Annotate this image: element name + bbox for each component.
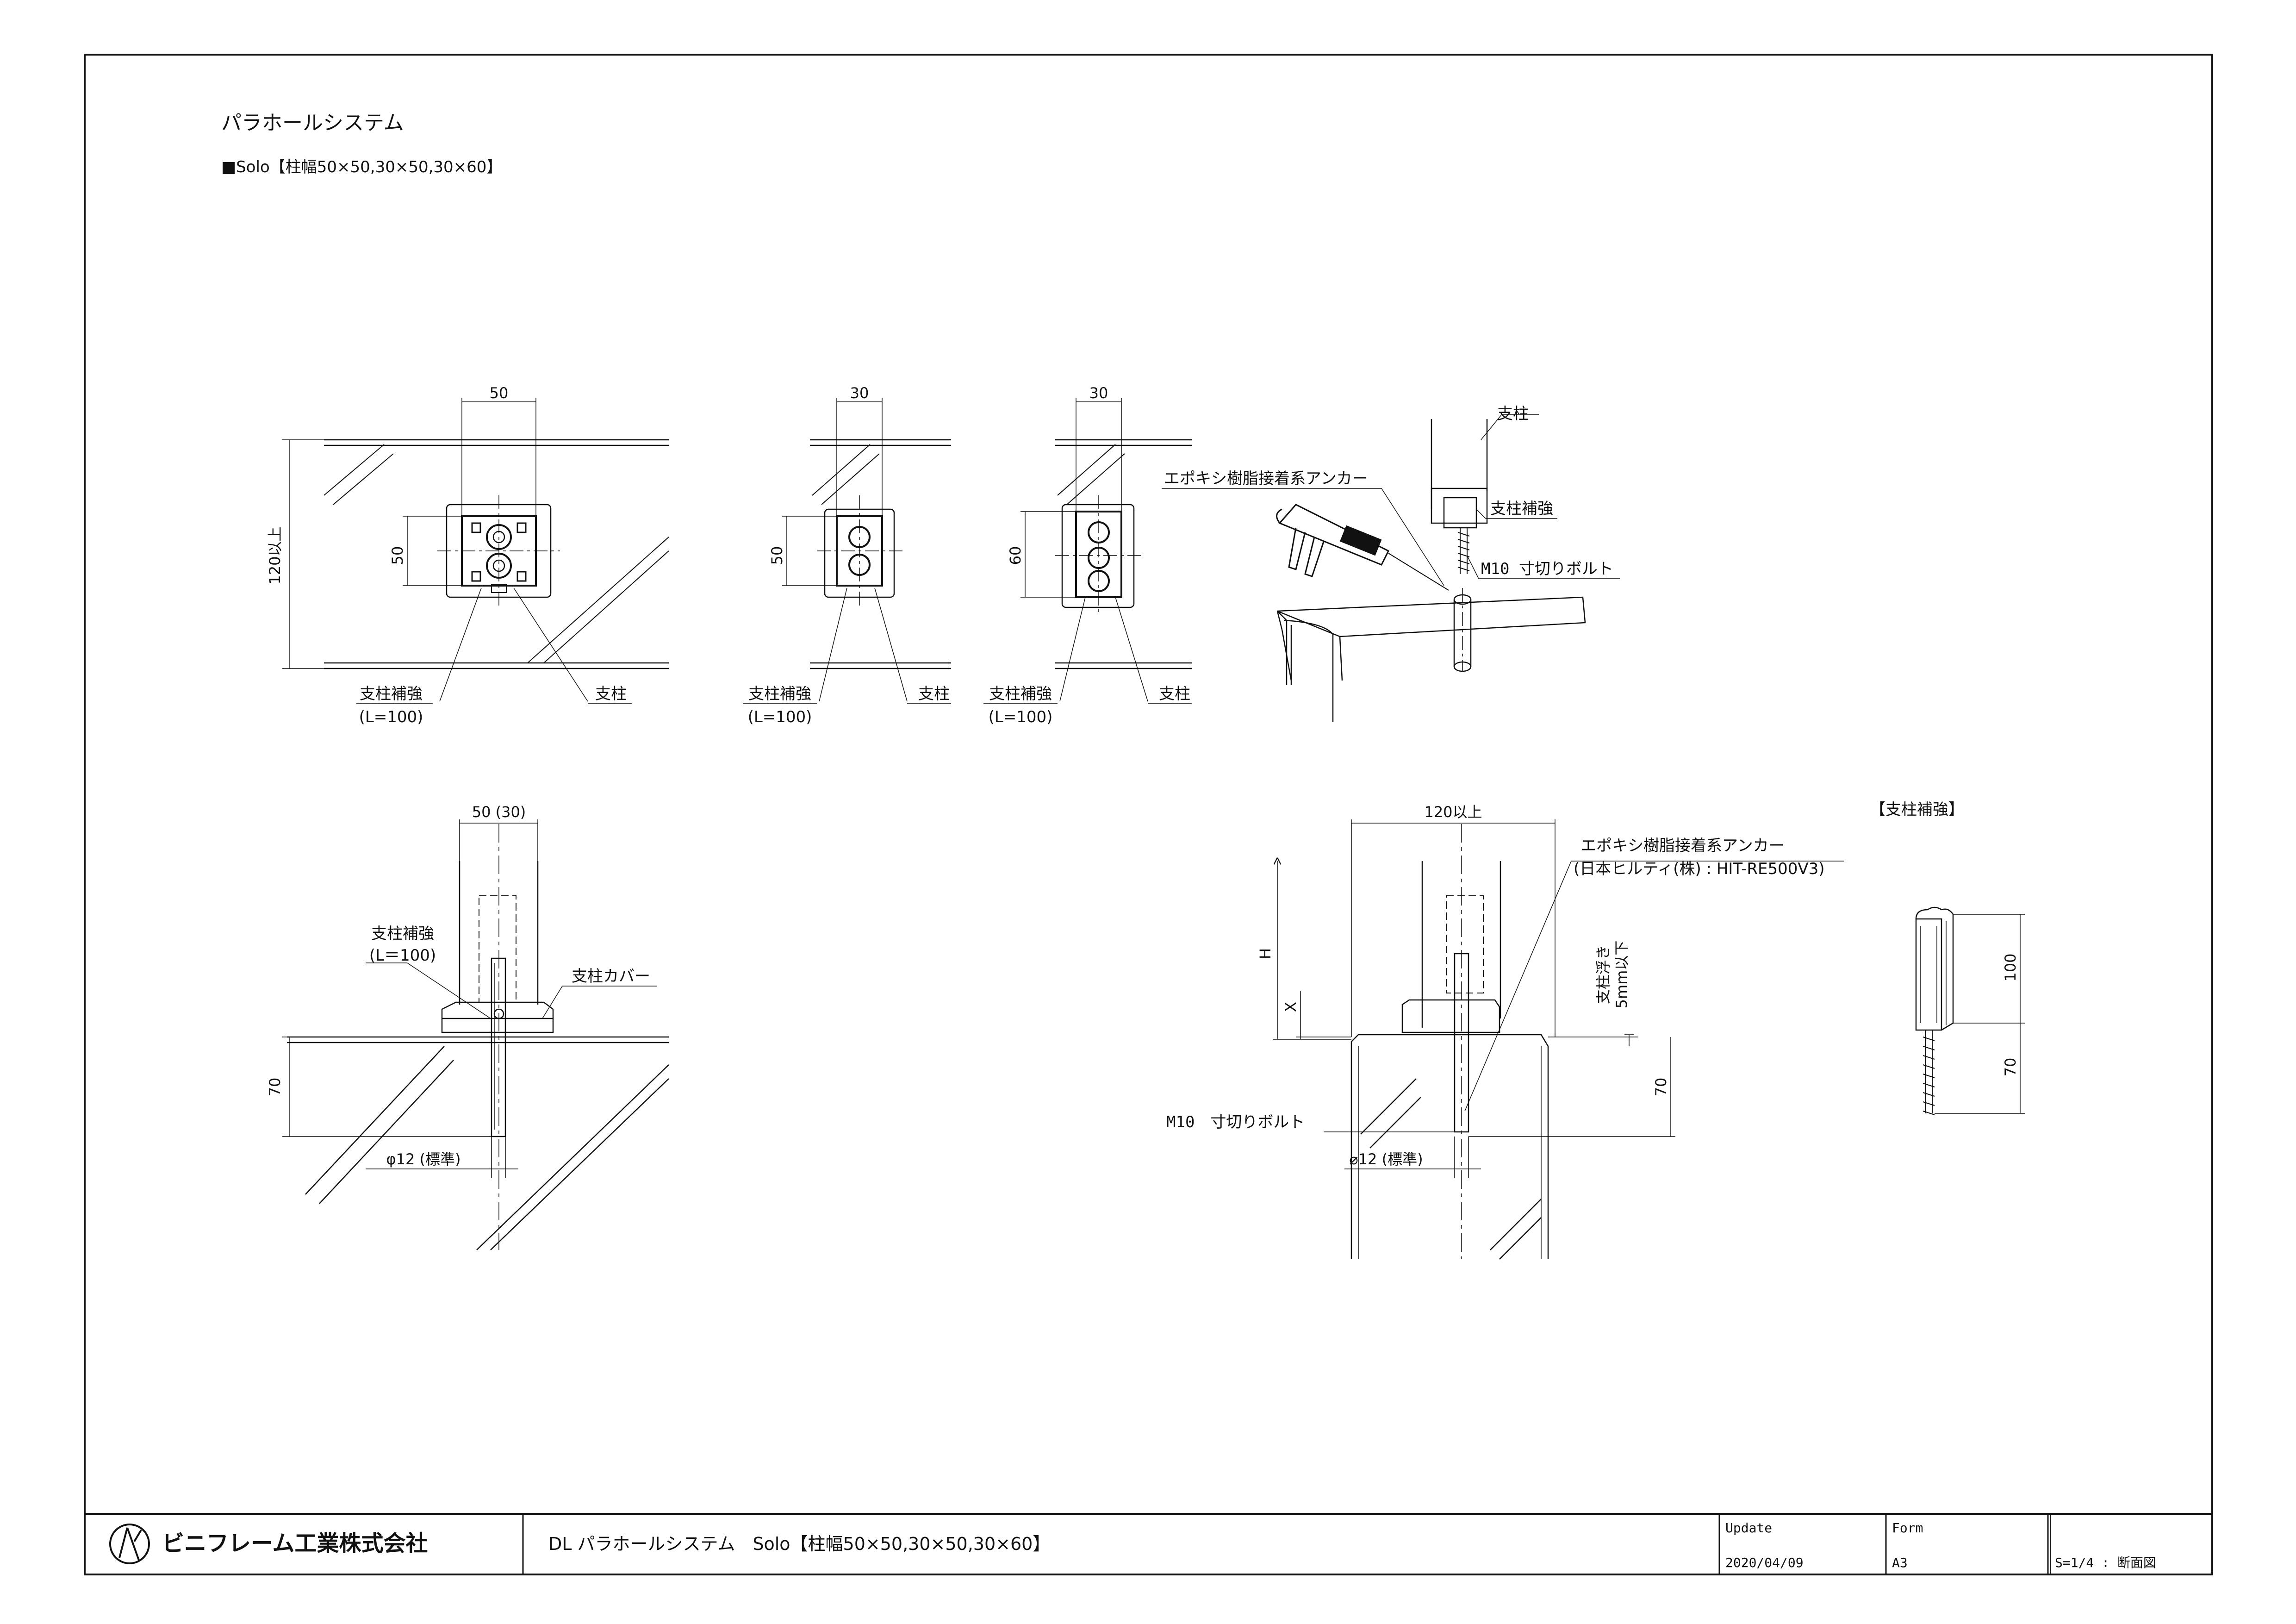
label-post: 支柱 — [1159, 685, 1190, 703]
company-logo-icon — [109, 1524, 150, 1564]
dim-width: 30 — [1089, 384, 1108, 402]
label-post: 支柱 — [1497, 405, 1529, 423]
dim-x: X — [1282, 1002, 1300, 1012]
label-bolt: M10 寸切りボルト — [1481, 560, 1613, 578]
section-right — [1273, 819, 1844, 1260]
label-float-2: 5mm以下 — [1613, 941, 1630, 1009]
company-name: ビニフレーム工業株式会社 — [162, 1530, 428, 1556]
dim-width: 50 (30) — [472, 803, 526, 821]
dim-upper: 100 — [2002, 953, 2019, 981]
dim-depth: 60 — [1007, 546, 1024, 565]
label-reinforcement-length: (L=100) — [748, 708, 812, 726]
label-reinforcement: 支柱補強 — [989, 685, 1052, 703]
title-block — [85, 1513, 2212, 1574]
detail-title: 【支柱補強】 — [1870, 800, 1964, 819]
label-cover: 支柱カバー — [572, 967, 650, 986]
dim-depth: 70 — [266, 1078, 284, 1097]
label-reinforcement: 支柱補強 — [748, 685, 811, 703]
installation-view — [1162, 414, 1620, 722]
plan-view-50x50 — [282, 398, 669, 704]
plan-view-30x50 — [743, 398, 951, 704]
label-anchor-product: (日本ヒルティ(株) : HIT-RE500V3) — [1574, 860, 1825, 878]
label-float-1: 支柱浮き — [1594, 945, 1612, 1004]
form-value: A3 — [1892, 1555, 1908, 1570]
drawing-heading: パラホールシステム — [221, 111, 404, 135]
dim-width: 120以上 — [1424, 803, 1482, 821]
update-value: 2020/04/09 — [1725, 1555, 1804, 1570]
dim-hole: φ12 (標準) — [386, 1150, 461, 1168]
label-reinforcement: 支柱補強 — [371, 924, 434, 943]
label-reinforcement-length: (L＝100) — [369, 946, 436, 965]
reinforcement-detail — [1915, 906, 2025, 1115]
label-bolt: M10 寸切りボルト — [1166, 1113, 1305, 1131]
label-post: 支柱 — [918, 685, 950, 703]
label-reinforcement-length: (L=100) — [359, 708, 423, 726]
drawing-subheading: ■Solo【柱幅50×50,30×50,30×60】 — [221, 158, 502, 176]
label-post: 支柱 — [595, 685, 627, 703]
scale-label: S=1/4 : 断面図 — [2055, 1555, 2156, 1570]
label-anchor: エポキシ樹脂接着系アンカー — [1164, 469, 1368, 488]
label-reinforcement-length: (L=100) — [989, 708, 1053, 726]
dim-width: 30 — [850, 384, 869, 402]
label-reinforcement: 支柱補強 — [1490, 500, 1553, 518]
dim-h: H — [1257, 948, 1274, 959]
plan-view-30x60 — [983, 398, 1192, 704]
form-label: Form — [1892, 1520, 1923, 1536]
label-anchor: エポキシ樹脂接着系アンカー — [1580, 837, 1785, 855]
dim-depth: 50 — [768, 546, 786, 565]
dim-depth: 70 — [1652, 1078, 1670, 1097]
dim-lower: 70 — [2002, 1058, 2019, 1077]
dim-width: 50 — [490, 384, 509, 402]
label-reinforcement: 支柱補強 — [360, 685, 423, 703]
dim-overall: 120以上 — [266, 526, 284, 584]
dim-depth: 50 — [389, 546, 406, 565]
drawing-title: DL パラホールシステム Solo【柱幅50×50,30×50,30×60】 — [548, 1534, 1050, 1554]
dim-hole: ⌀12 (標準) — [1349, 1150, 1423, 1168]
sheet-border — [84, 54, 2213, 1575]
section-left — [282, 819, 669, 1250]
update-label: Update — [1725, 1520, 1772, 1536]
